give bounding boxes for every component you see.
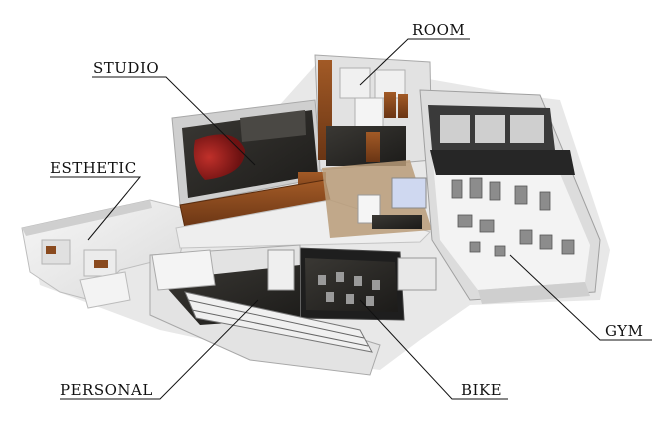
gym-front-wall bbox=[478, 282, 590, 304]
studio-mirror-wall bbox=[240, 110, 306, 142]
escalator-rail-1 bbox=[187, 299, 365, 339]
personal-leader-line bbox=[60, 299, 259, 400]
esthetic-wall bbox=[22, 200, 152, 236]
esthetic-bed bbox=[94, 260, 108, 268]
gym-window-3 bbox=[510, 115, 544, 143]
gym-dark-strip bbox=[430, 150, 575, 175]
lounge-display bbox=[391, 177, 427, 209]
personal-pillar bbox=[267, 249, 295, 291]
label-esthetic: ESTHETIC bbox=[50, 159, 137, 177]
room-cell-1 bbox=[339, 67, 371, 99]
room-locker-1 bbox=[384, 92, 396, 118]
gym-window-2 bbox=[475, 115, 505, 143]
room-wood-door bbox=[366, 132, 380, 162]
studio-leader-line bbox=[92, 76, 256, 166]
gym-machines bbox=[451, 177, 575, 257]
label-bike: BIKE bbox=[461, 381, 503, 399]
leader-lines bbox=[50, 38, 652, 400]
gym-window-1 bbox=[440, 115, 470, 143]
label-gym: GYM bbox=[605, 322, 644, 340]
esthetic-leader-line bbox=[50, 176, 142, 241]
esthetic-cabinet bbox=[46, 246, 56, 254]
lounge-counter bbox=[372, 215, 422, 229]
room-cell-3 bbox=[354, 97, 384, 129]
label-personal: PERSONAL bbox=[60, 381, 153, 399]
esthetic-room-2 bbox=[83, 249, 117, 277]
personal-stair-block bbox=[151, 249, 216, 291]
label-room: ROOM bbox=[412, 21, 466, 39]
bike-machines bbox=[318, 272, 380, 306]
bike-side-room bbox=[397, 257, 437, 291]
room-locker-2 bbox=[398, 94, 408, 118]
label-studio: STUDIO bbox=[93, 59, 160, 77]
esthetic-lower-room bbox=[79, 271, 131, 309]
escalator-rail-2 bbox=[191, 309, 369, 347]
studio-red-wall bbox=[193, 134, 245, 180]
gym-leader-line bbox=[509, 254, 652, 341]
room-leader-line bbox=[359, 38, 470, 86]
bike-leader-line bbox=[359, 299, 508, 400]
